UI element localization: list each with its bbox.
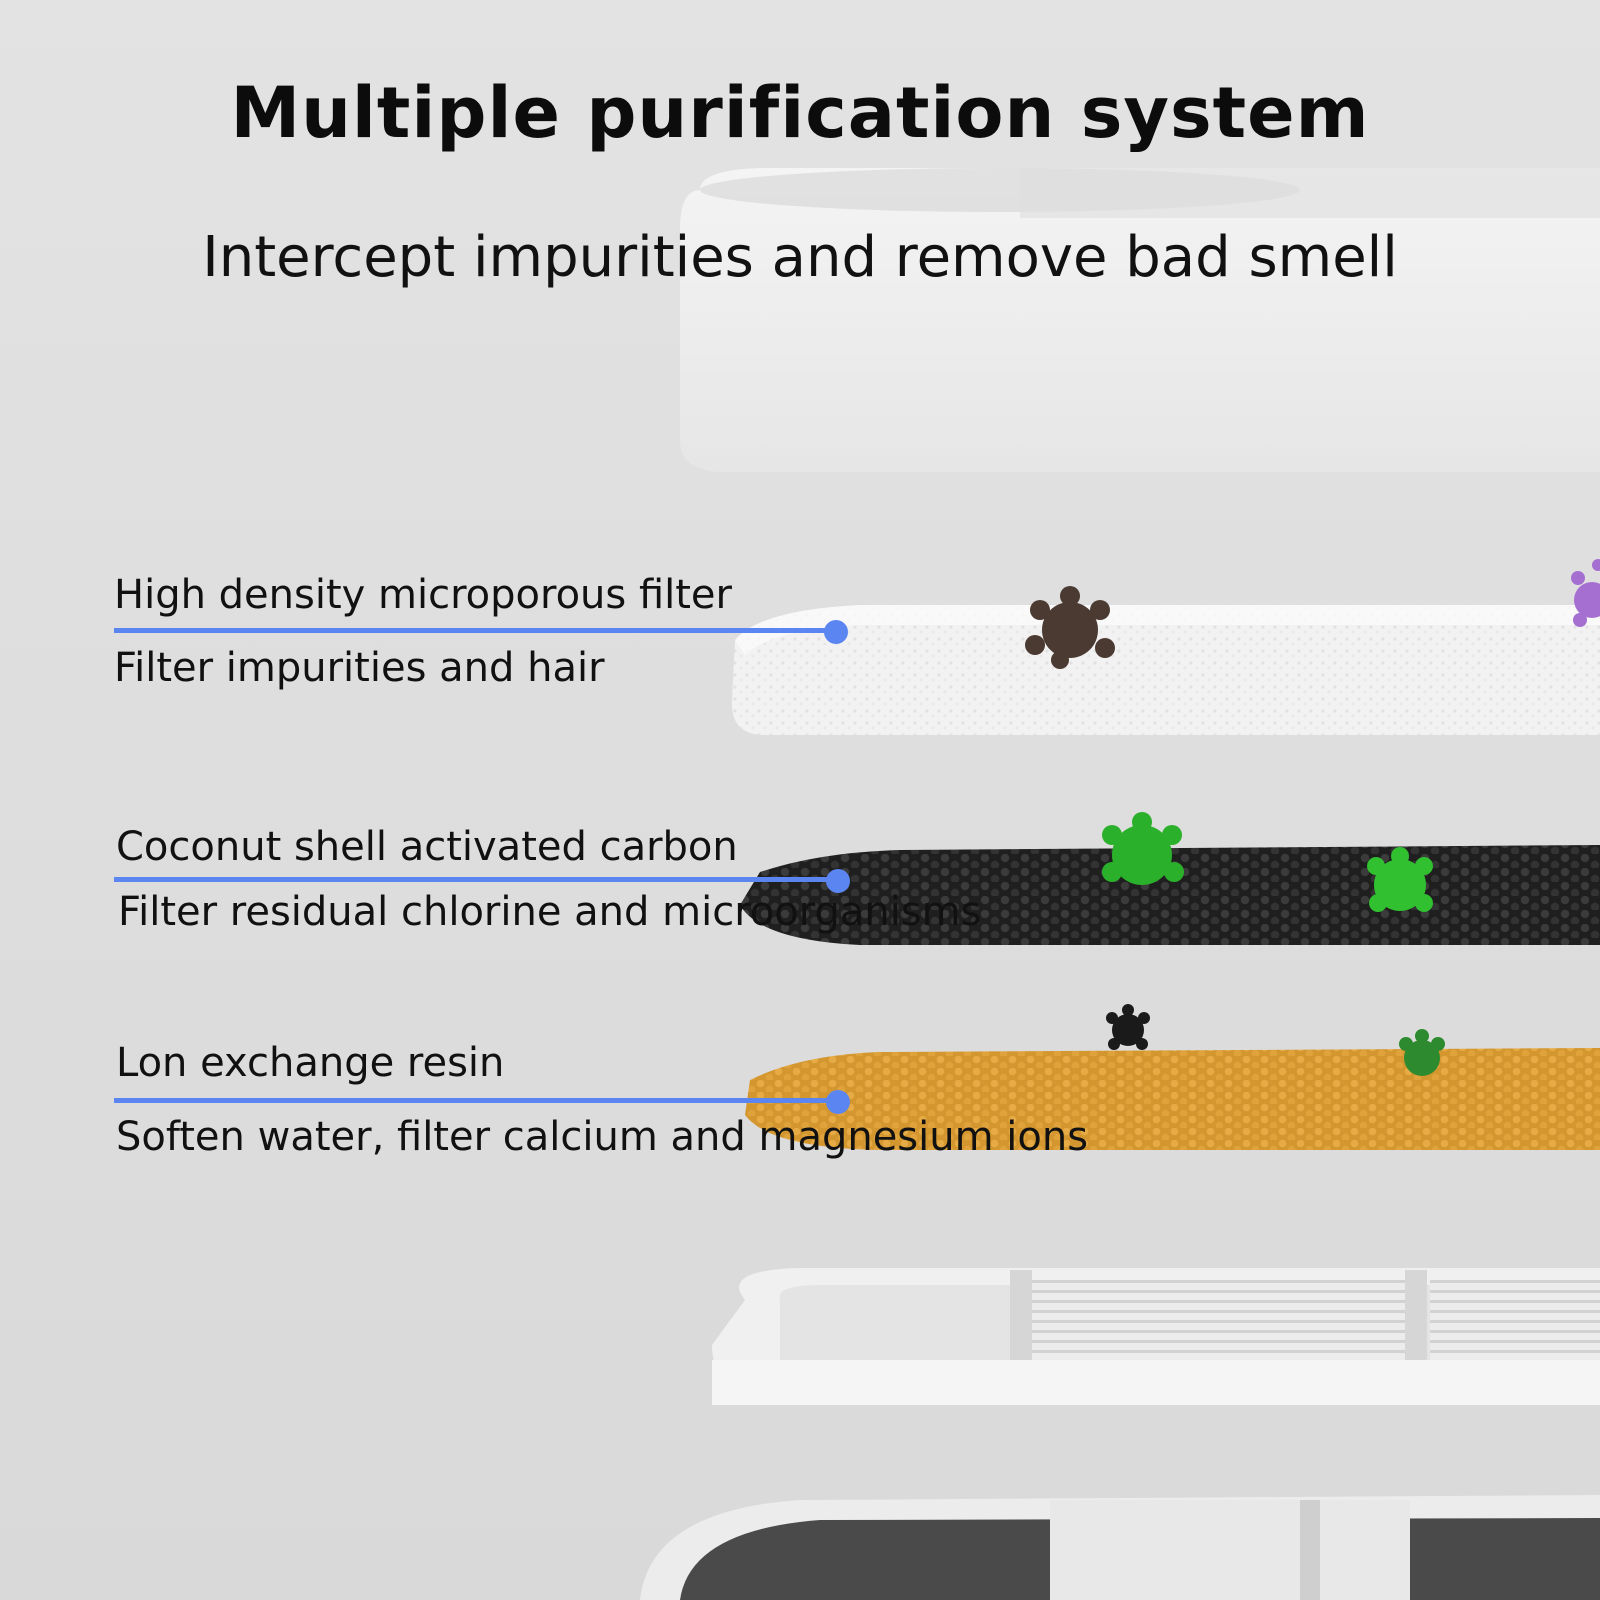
layer-2-label: Coconut shell activated carbon	[116, 824, 738, 870]
filter-tray	[712, 1268, 1600, 1405]
base-housing	[640, 1495, 1600, 1600]
layer-3-description: Soften water, filter calcium and magnesi…	[116, 1114, 1089, 1160]
layer-1-description: Filter impurities and hair	[114, 645, 605, 691]
page-subtitle: Intercept impurities and remove bad smel…	[202, 225, 1398, 290]
microporous-filter-layer	[731, 559, 1600, 735]
layer-3-label: Lon exchange resin	[116, 1040, 505, 1086]
green-microorganism-icon-2	[1367, 847, 1433, 912]
page-title: Multiple purification system	[230, 72, 1370, 154]
impurity-particle-icon	[1025, 586, 1115, 669]
layer-3-leader-line	[114, 1098, 838, 1103]
layer-2-leader-line	[114, 877, 838, 882]
green-microorganism-icon	[1102, 812, 1184, 885]
ion-exchange-resin-layer	[745, 1004, 1600, 1150]
layer-2-leader-dot	[826, 869, 850, 893]
black-particle-icon	[1106, 1004, 1150, 1050]
green-particle-icon	[1399, 1029, 1445, 1076]
layer-1-leader-line	[114, 628, 836, 633]
activated-carbon-layer	[740, 812, 1600, 945]
layer-1-label: High density microporous filter	[114, 572, 732, 618]
top-cover	[680, 168, 1600, 472]
layer-2-description: Filter residual chlorine and microorgani…	[118, 889, 982, 935]
layer-1-leader-dot	[824, 620, 848, 644]
purple-particle-icon	[1571, 559, 1600, 627]
layer-3-leader-dot	[826, 1090, 850, 1114]
